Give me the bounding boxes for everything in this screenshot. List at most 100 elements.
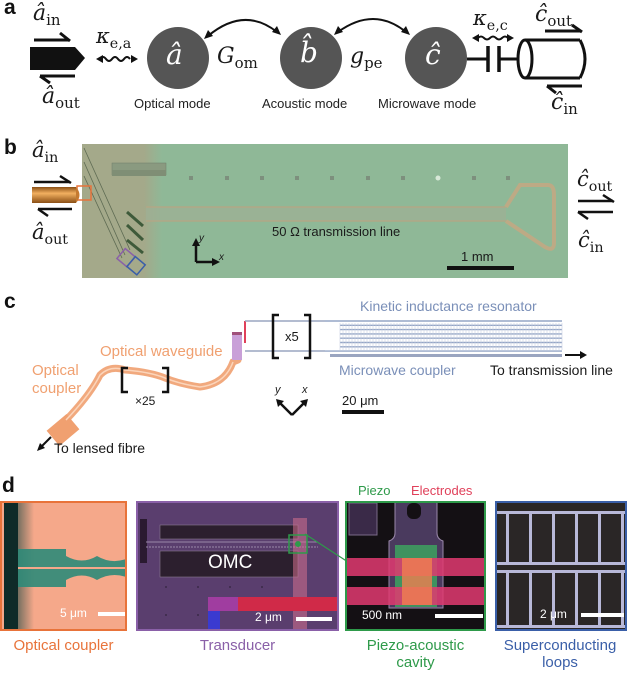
image-optical-coupler: 5 μm (0, 501, 127, 631)
fiber-in-label: âin (33, 1, 61, 30)
loop-rung (552, 511, 555, 565)
cavity-box (125, 255, 147, 276)
bracket-x5 (271, 313, 312, 360)
kappa-a-arrow-icon (96, 55, 138, 63)
g-pe-label: gpe (350, 44, 383, 73)
image-superconducting-loops: 2 μm (495, 501, 627, 631)
loop-rung (598, 570, 601, 628)
loop-rung (575, 511, 578, 565)
panel-letter-c: c (4, 290, 16, 313)
electrodes-label: Electrodes (411, 483, 473, 498)
loop-rung (506, 511, 509, 565)
arrow-to-lensed-fibre-icon (37, 443, 45, 451)
microwave-coupler (330, 354, 562, 357)
kappa-c-label: κe,c (473, 6, 508, 34)
loop-rail (497, 570, 625, 573)
coaxial-cable-icon (516, 23, 587, 95)
optical-waveguide-label: Optical waveguide (100, 343, 223, 360)
fiber-out-label: âout (42, 84, 80, 113)
b-in-label: ĉin (578, 228, 604, 256)
microwave-coupler-label: Microwave coupler (339, 362, 456, 378)
caption-superconducting-loops: Superconducting loops (503, 637, 617, 671)
g-pe-arrow-icon (334, 18, 410, 35)
acoustic-mode-label: Acoustic mode (262, 96, 348, 111)
transmission-line-label: 50 Ω transmission line (272, 224, 401, 239)
coax-in-label: ĉin (551, 90, 578, 119)
kappa-c-arrow-icon (472, 34, 514, 42)
loop-rung (529, 570, 532, 628)
g-om-label: Gom (217, 44, 258, 73)
loop-rung (506, 570, 509, 628)
panel-b-graphics (32, 147, 615, 276)
c-axes-icon (276, 399, 308, 416)
b-fiber-out-label: âout (32, 220, 69, 248)
bracket-x25 (120, 366, 170, 394)
axes-icon (192, 238, 220, 266)
c-scale-bar (342, 410, 384, 414)
optical-fiber-icon (30, 47, 85, 70)
c-scale-label: 20 μm (342, 393, 379, 408)
microwave-mode-symbol: ĉ (425, 38, 441, 71)
pad-array (111, 162, 167, 176)
loop-rung (552, 570, 555, 628)
optical-coupler-pad (46, 413, 80, 447)
scale-label-2um-loops: 2 μm (540, 607, 567, 621)
repeat-x5-label: x5 (285, 329, 299, 344)
scale-label-500nm: 500 nm (362, 608, 403, 622)
loops-scale-bar (581, 613, 624, 617)
acoustic-mode-circle (280, 27, 342, 89)
marker-dots (189, 175, 510, 181)
scale-bar (447, 266, 514, 270)
loop-rail (497, 511, 625, 514)
repeat-x25-label: ×25 (135, 394, 156, 408)
caption-transducer: Transducer (199, 637, 276, 654)
loop-rung (529, 511, 532, 565)
b-fiber-in-label: âin (32, 138, 59, 166)
panel-a-graphics (30, 18, 587, 95)
arrow-to-transmission-line-icon (580, 351, 587, 359)
loop-rail (497, 562, 625, 565)
scale-label-2um-transducer: 2 μm (255, 610, 282, 624)
to-lensed-fibre-label: To lensed fibre (54, 440, 146, 456)
loop-rung (621, 511, 624, 565)
piezo-label: Piezo (358, 483, 391, 498)
image-piezo-cavity: 500 nm (345, 501, 486, 631)
image-transducer: OMC 2 μm (136, 501, 339, 631)
to-transmission-line-label: To transmission line (490, 362, 613, 378)
resonator-box (245, 320, 325, 352)
transducer-block (232, 334, 242, 360)
panel-letter-d: d (2, 474, 15, 497)
optical-mode-symbol: â (166, 38, 183, 71)
panel-letter-a: a (4, 0, 16, 19)
caption-piezo-cavity: Piezo-acoustic cavity (366, 637, 465, 671)
c-axis-x-label: x (302, 384, 308, 396)
panel-c-graphics (37, 313, 587, 451)
loop-rail (497, 625, 625, 628)
g-om-arrow-icon (204, 19, 281, 39)
coax-out-label: ĉout (535, 2, 572, 31)
b-out-label: ĉout (577, 167, 613, 195)
caption-optical-coupler: Optical coupler (13, 637, 114, 654)
omc-label: OMC (208, 552, 253, 573)
panel-letter-b: b (4, 136, 17, 159)
loop-rung (598, 511, 601, 565)
loop-rung (621, 570, 624, 628)
lensed-fiber-icon (32, 187, 80, 203)
microwave-mode-label: Microwave mode (378, 96, 477, 111)
axis-y-label: y (199, 233, 204, 244)
axis-x-label: x (219, 252, 224, 263)
kappa-a-label: κe,a (96, 24, 132, 52)
diagonal-pads (125, 210, 145, 255)
optical-mode-label: Optical mode (134, 96, 211, 111)
resonator-label: Kinetic inductance resonator (360, 298, 537, 314)
loop-rung (575, 570, 578, 628)
kinetic-inductance-resonator (325, 320, 563, 352)
acoustic-mode-symbol: b̂ (300, 36, 318, 69)
scale-label-1mm: 1 mm (461, 249, 494, 264)
microwave-mode-circle (405, 27, 467, 89)
c-axis-y-label: y (275, 384, 281, 396)
transmission-line (146, 183, 556, 251)
optical-coupler-label: Optical coupler (32, 362, 82, 397)
optical-mode-circle (147, 27, 209, 89)
scale-label-5um: 5 μm (60, 606, 87, 620)
